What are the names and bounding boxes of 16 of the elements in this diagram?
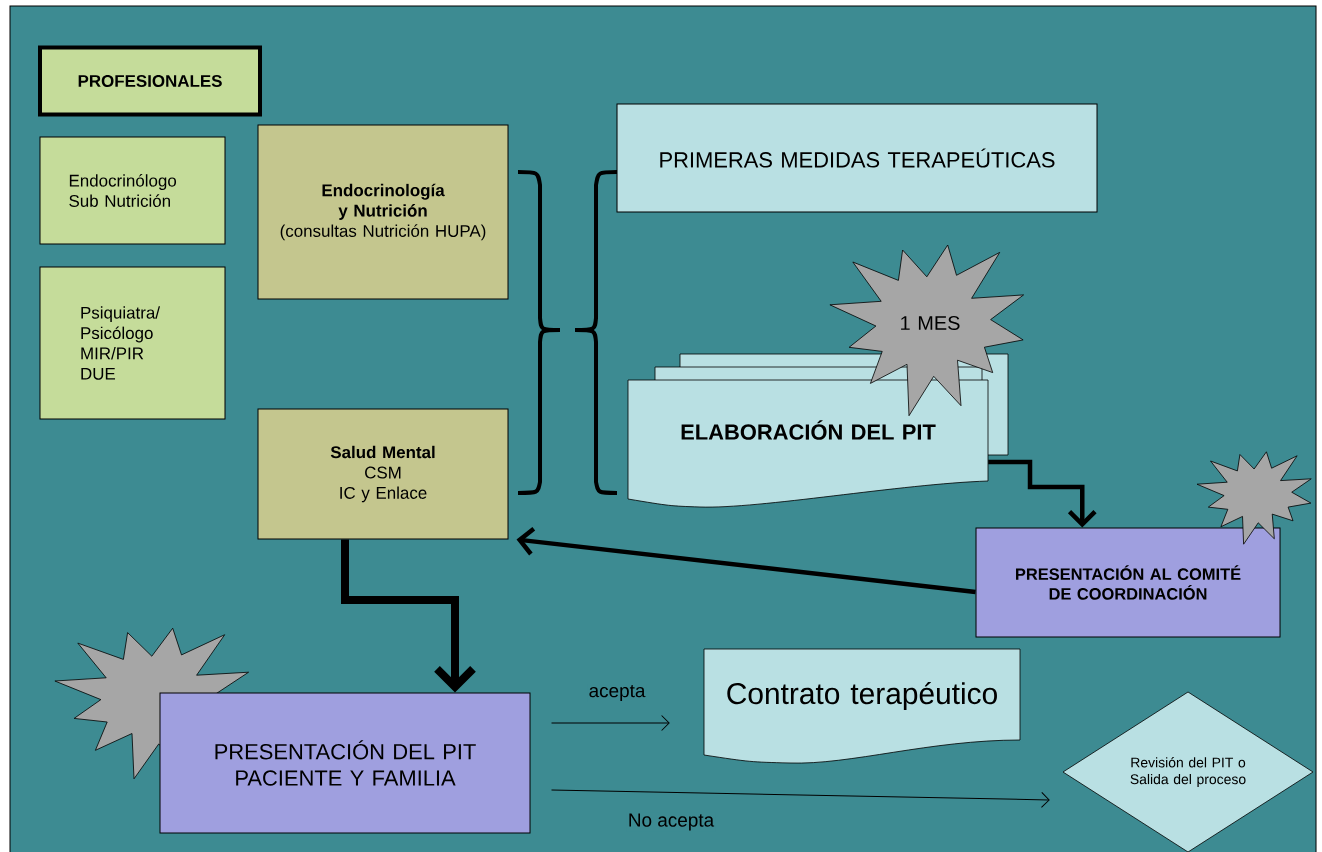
role-box: Endocrinólogo Sub Nutrición [39,136,226,245]
service-box: Salud Mental CSM IC y Enlace [257,408,509,540]
service-box: Endocrinología y Nutrición (consultas Nutrición HUPA) [257,124,509,300]
process-box: PRIMERAS MEDIDAS TERAPEÚTICAS [616,103,1098,213]
arrow [516,526,976,595]
role-box: Psiquiatra/ Psicólogo MIR/PIR DUE [39,266,226,420]
process-box: PRESENTACIÓN DEL PIT PACIENTE Y FAMILIA [159,692,531,834]
process-box: PRESENTACIÓN AL COMITÉ DE COORDINACIÓN [975,527,1281,638]
arrow [551,715,670,731]
starburst [1196,451,1312,545]
arrow [988,459,1097,528]
document-box: Contrato terapéutico [703,648,1021,764]
arrow [551,789,1050,808]
header-box: PROFESIONALES [38,45,262,117]
document-stack: ELABORACIÓN DEL PIT [627,353,1009,508]
starburst: 1 MES [829,244,1024,417]
